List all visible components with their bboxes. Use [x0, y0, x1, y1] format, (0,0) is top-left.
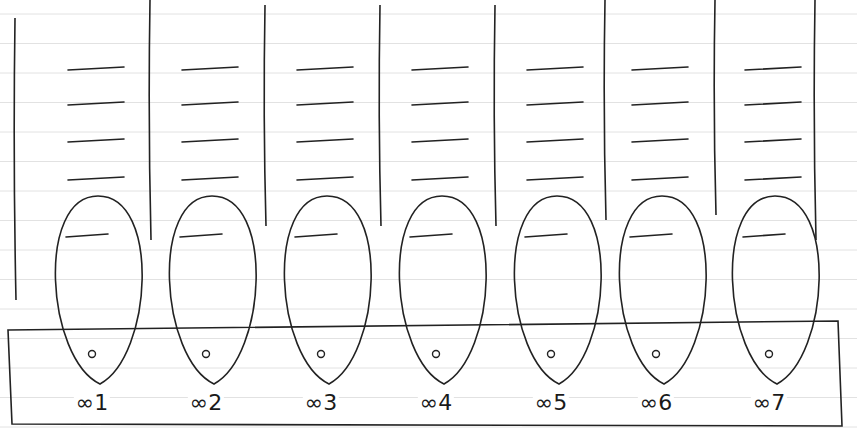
paper-rule: [0, 102, 857, 103]
column-label: ∞6: [638, 392, 674, 414]
dash-mark: [68, 102, 124, 105]
column-figure: [169, 67, 256, 384]
egg-oval: [399, 196, 486, 384]
egg-oval: [619, 196, 706, 384]
dash-mark: [297, 139, 353, 142]
column-figure: [55, 67, 142, 384]
dash-mark: [527, 139, 583, 142]
dash-mark: [527, 102, 583, 105]
column-figure: [619, 67, 706, 384]
paper-rule: [0, 338, 857, 339]
dash-mark: [410, 234, 452, 237]
column-divider: [14, 18, 16, 300]
paper-rule: [0, 14, 857, 15]
paper-rule: [0, 132, 857, 133]
column-divider: [714, 0, 716, 215]
paper-rule: [0, 309, 857, 310]
dash-mark: [632, 139, 688, 142]
dash-mark: [745, 67, 801, 70]
column-label: ∞7: [751, 392, 787, 414]
column-label: ∞1: [74, 392, 110, 414]
dash-mark: [527, 177, 583, 180]
small-circle: [203, 351, 210, 358]
dash-mark: [297, 177, 353, 180]
column-figure: [399, 67, 486, 384]
column-label: ∞3: [303, 392, 339, 414]
column-divider: [494, 5, 496, 226]
paper-rule: [0, 220, 857, 221]
dash-mark: [527, 67, 583, 70]
small-circle: [548, 351, 555, 358]
small-circle: [653, 351, 660, 358]
dash-mark: [745, 102, 801, 105]
dash-mark: [412, 139, 468, 142]
dash-mark: [68, 139, 124, 142]
dash-mark: [630, 234, 672, 237]
dash-mark: [182, 139, 238, 142]
column-divider: [379, 5, 381, 226]
paper-rule: [0, 250, 857, 251]
paper-rule: [0, 43, 857, 44]
dash-mark: [632, 67, 688, 70]
dash-mark: [295, 234, 337, 237]
egg-oval: [284, 196, 371, 384]
dash-mark: [743, 234, 785, 237]
dash-mark: [66, 234, 108, 237]
dash-mark: [180, 234, 222, 237]
dash-mark: [632, 102, 688, 105]
egg-oval: [732, 196, 819, 384]
dash-mark: [745, 139, 801, 142]
column-figure: [284, 67, 371, 384]
dash-mark: [525, 234, 567, 237]
column-label: ∞2: [188, 392, 224, 414]
column-divider: [149, 0, 151, 240]
dash-mark: [68, 177, 124, 180]
paper-rule: [0, 73, 857, 74]
dash-mark: [182, 67, 238, 70]
dash-mark: [297, 67, 353, 70]
small-circle: [318, 351, 325, 358]
egg-oval: [169, 196, 256, 384]
dash-mark: [182, 102, 238, 105]
egg-oval: [55, 196, 142, 384]
paper-rule: [0, 161, 857, 162]
dash-mark: [412, 177, 468, 180]
dash-mark: [297, 102, 353, 105]
paper-rule: [0, 191, 857, 192]
dash-mark: [412, 67, 468, 70]
dash-mark: [182, 177, 238, 180]
column-label: ∞5: [533, 392, 569, 414]
column-figure: [732, 67, 819, 384]
dash-mark: [745, 177, 801, 180]
paper-rule: [0, 279, 857, 280]
column-divider: [604, 0, 606, 220]
column-divider: [814, 0, 816, 240]
small-circle: [433, 351, 440, 358]
dash-mark: [68, 67, 124, 70]
column-divider: [264, 5, 266, 226]
small-circle: [89, 351, 96, 358]
dash-mark: [412, 102, 468, 105]
column-label: ∞4: [418, 392, 454, 414]
small-circle: [766, 351, 773, 358]
column-figure: [514, 67, 601, 384]
dash-mark: [632, 177, 688, 180]
paper-rule: [0, 368, 857, 369]
egg-oval: [514, 196, 601, 384]
paper-rule: [0, 427, 857, 428]
